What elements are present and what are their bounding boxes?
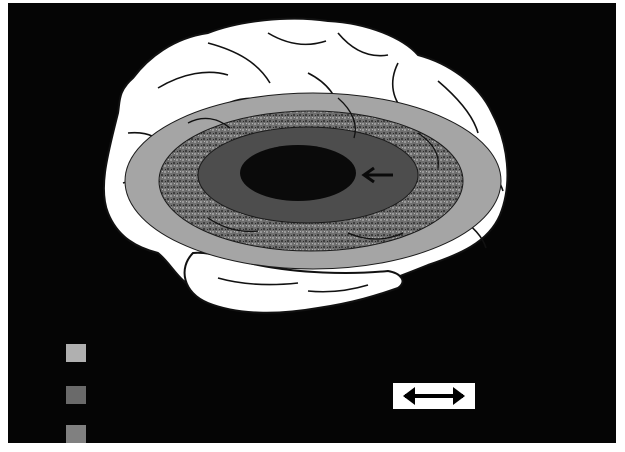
double-headed-arrow-icon: [393, 383, 475, 409]
legend-swatch-2: [66, 386, 86, 404]
figure-panel: [8, 3, 616, 443]
legend-arrow-key: [393, 383, 475, 409]
brain-diagram: [8, 3, 616, 443]
legend-swatch-1: [66, 344, 86, 362]
core: [240, 145, 356, 201]
legend-swatch-3: [66, 425, 86, 443]
